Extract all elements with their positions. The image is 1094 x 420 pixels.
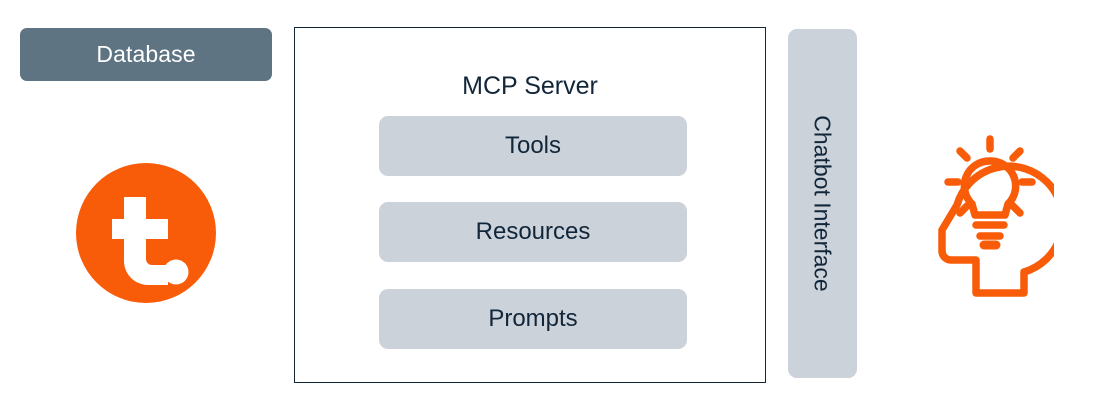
database-node[interactable]: Database <box>20 28 272 81</box>
mcp-capability-prompts[interactable]: Prompts <box>379 289 687 349</box>
mcp-capability-tools[interactable]: Tools <box>379 116 687 176</box>
mcp-capability-label: Tools <box>504 132 562 159</box>
mcp-capability-label: Resources <box>475 218 591 245</box>
database-label: Database <box>96 41 196 67</box>
logo-letter-t-icon <box>112 197 189 285</box>
head-lightbulb-glyph <box>938 135 1054 297</box>
teradata-logo <box>76 163 216 303</box>
chatbot-interface-label: Chatbot Interface <box>810 115 837 292</box>
mcp-capability-label: Prompts <box>488 305 578 332</box>
mcp-capability-resources[interactable]: Resources <box>379 202 687 262</box>
chatbot-interface-node[interactable]: Chatbot Interface <box>788 29 857 378</box>
mcp-server-title: MCP Server <box>462 72 598 100</box>
head-lightbulb-icon <box>926 117 1054 299</box>
mcp-server-panel: MCP Server Tools Resources Prompts <box>294 27 766 383</box>
